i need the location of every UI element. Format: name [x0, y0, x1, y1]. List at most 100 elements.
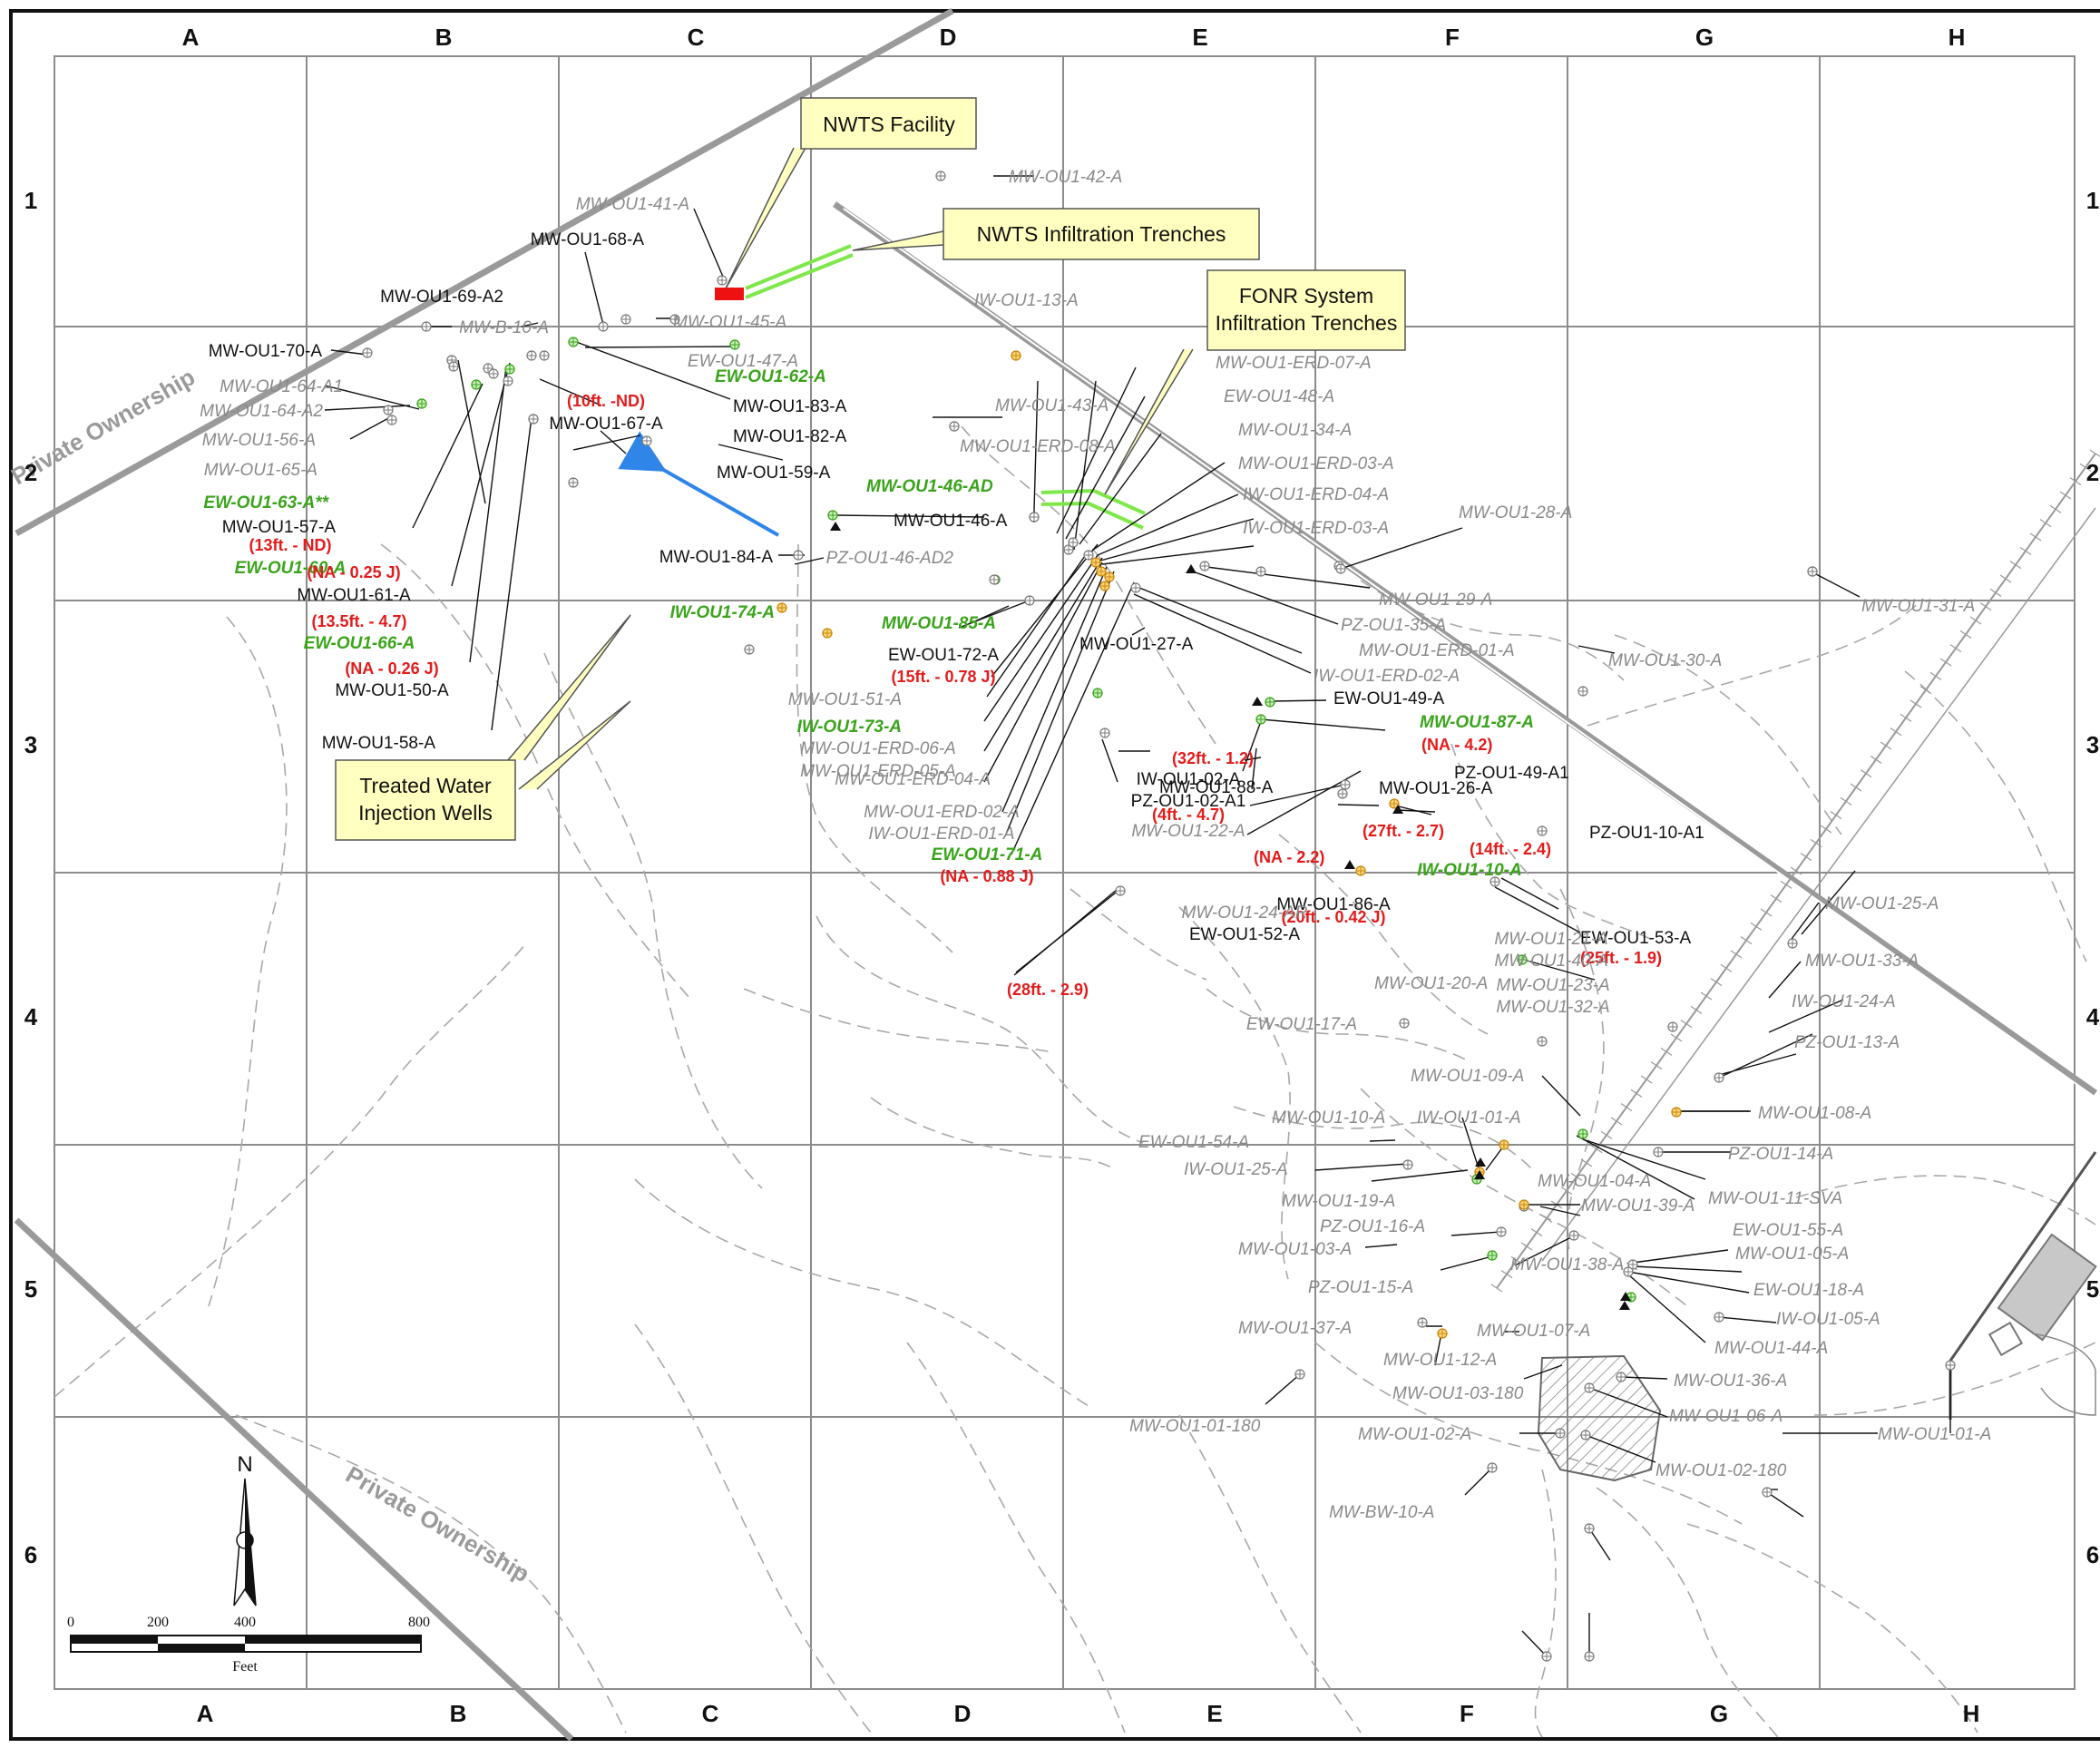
grid-row-label-right: 1: [2086, 187, 2099, 214]
hatched-area: [1537, 1354, 1662, 1482]
well-label: MW-OU1-06-A: [1669, 1407, 1783, 1426]
flow-direction-arrow: [618, 431, 779, 537]
grid-col-label-top: F: [1445, 24, 1460, 51]
well-label: MW-OU1-ERD-06-A: [800, 739, 956, 758]
well-label: MW-OU1-50-A: [335, 681, 449, 700]
well-marker: [1255, 566, 1266, 577]
scale-unit: Feet: [232, 1659, 258, 1675]
grid-col-label-top: C: [688, 24, 705, 51]
well-marker: [1083, 550, 1094, 561]
well-marker: [598, 321, 609, 332]
well-marker: [1417, 1317, 1428, 1328]
well-label: MW-OU1-21-A: [1494, 930, 1607, 949]
well-label: MW-OU1-46-A: [894, 512, 1008, 531]
well-label: PZ-OU1-35-A: [1341, 616, 1446, 635]
well-label: MW-OU1-29-A: [1379, 591, 1492, 610]
well-label: MW-OU1-ERD-02-A: [864, 803, 1020, 822]
piezometer-triangles: [830, 522, 1631, 1310]
well-label: (NA - 2.2): [1254, 848, 1324, 866]
well-marker: [1555, 1428, 1566, 1439]
well-label: MW-OU1-30-A: [1608, 651, 1722, 670]
well-label: MW-OU1-02-180: [1656, 1461, 1787, 1480]
well-label: MW-OU1-45-A: [673, 313, 786, 332]
well-label: (13.5ft. - 4.7): [311, 612, 406, 630]
callout-fonr-text-1: FONR System: [1239, 284, 1373, 308]
well-label: EW-OU1-63-A**: [203, 493, 329, 513]
well-label: MW-OU1-24-AR: [1182, 903, 1308, 923]
well-marker: [949, 421, 960, 432]
well-label: MW-OU1-09-A: [1411, 1067, 1524, 1086]
grid-col-label-bottom: C: [702, 1700, 719, 1727]
well-marker: [448, 361, 459, 372]
well-label: MW-OU1-ERD-04-A: [835, 770, 991, 789]
well-marker: [1199, 561, 1210, 571]
well-label: MW-OU1-83-A: [733, 397, 847, 416]
well-marker: [1490, 876, 1500, 887]
well-marker: [1115, 885, 1126, 896]
well-label: (13ft. - ND): [249, 536, 332, 554]
well-label: (NA - 4.2): [1421, 736, 1492, 754]
well-label: (25ft. - 1.9): [1580, 949, 1662, 967]
well-marker: [1104, 571, 1115, 582]
well-label: MW-OU1-27-A: [1079, 635, 1194, 654]
well-label: MW-OU1-69-A2: [380, 288, 503, 307]
north-arrow: N: [233, 1452, 257, 1606]
well-label: EW-OU1-66-A: [304, 634, 415, 653]
well-marker: [416, 398, 427, 409]
well-label: IW-OU1-73-A: [797, 718, 902, 737]
callouts: NWTS Facility NWTS Infiltration Trenches…: [335, 97, 1406, 841]
well-label: MW-OU1-56-A: [202, 431, 316, 450]
well-marker: [935, 171, 946, 181]
well-marker: [568, 337, 579, 347]
well-label: MW-OU1-12-A: [1383, 1351, 1497, 1370]
grid-col-label-bottom: A: [197, 1700, 214, 1727]
well-label: PZ-OU1-13-A: [1794, 1033, 1900, 1052]
well-label: (10ft. -ND): [567, 392, 645, 410]
callout-nwts-facility: NWTS Facility: [725, 97, 977, 289]
well-label: MW-OU1-22-A: [1131, 822, 1245, 841]
well-marker: [1519, 1199, 1529, 1210]
well-label: MW-BW-10-A: [1329, 1503, 1434, 1522]
well-marker: [503, 376, 513, 386]
well-label: MW-OU1-23-A: [1496, 976, 1609, 995]
grid-row-label-left: 5: [24, 1275, 37, 1303]
well-marker: [822, 628, 833, 639]
well-label: (20ft. - 0.42 J): [1281, 908, 1385, 926]
well-marker: [1616, 1372, 1626, 1382]
well-marker: [1096, 566, 1107, 577]
well-label: PZ-OU1-46-AD2: [826, 549, 954, 568]
well-marker: [669, 314, 680, 325]
well-label: (15ft. - 0.78 J): [891, 668, 995, 686]
railway: [1490, 449, 2100, 1293]
well-marker: [1337, 788, 1348, 799]
well-label: MW-OU1-25-A: [1825, 894, 1939, 913]
well-marker: [1653, 1147, 1664, 1157]
well-label: MW-OU1-01-A: [1878, 1425, 1991, 1444]
well-label: MW-OU1-67-A: [549, 415, 663, 434]
well-label: IW-OU1-25-A: [1184, 1160, 1288, 1179]
well-label: IW-OU1-ERD-03-A: [1243, 519, 1389, 538]
well-label: PZ-OU1-10-A1: [1589, 824, 1704, 843]
well-marker: [1787, 938, 1798, 949]
well-marker: [1517, 954, 1528, 965]
well-marker: [1577, 1128, 1588, 1139]
well-marker: [1265, 697, 1275, 708]
grid-row-label-right: 5: [2086, 1275, 2099, 1303]
well-marker: [504, 364, 515, 375]
well-marker: [1714, 1312, 1724, 1323]
well-marker: [1068, 537, 1079, 548]
well-label: EW-OU1-71-A: [932, 845, 1043, 864]
well-label: MW-B-10-A: [459, 318, 549, 337]
grid-row-label-right: 4: [2086, 1003, 2100, 1030]
well-label: IW-OU1-74-A: [670, 603, 775, 622]
well-label: MW-OU1-32-A: [1496, 998, 1609, 1017]
callout-fonr-text-2: Infiltration Trenches: [1216, 311, 1398, 335]
scale-tick-0: 0: [67, 1615, 74, 1630]
well-label: IW-OU1-02-A: [1137, 770, 1241, 789]
well-marker: [1807, 566, 1818, 577]
grid-col-label-top: D: [940, 24, 957, 51]
well-marker: [1627, 1259, 1638, 1270]
well-label: MW-OU1-ERD-05-A: [800, 762, 956, 781]
grid-col-label-bottom: B: [450, 1700, 467, 1727]
well-label: PZ-OU1-14-A: [1728, 1145, 1833, 1164]
